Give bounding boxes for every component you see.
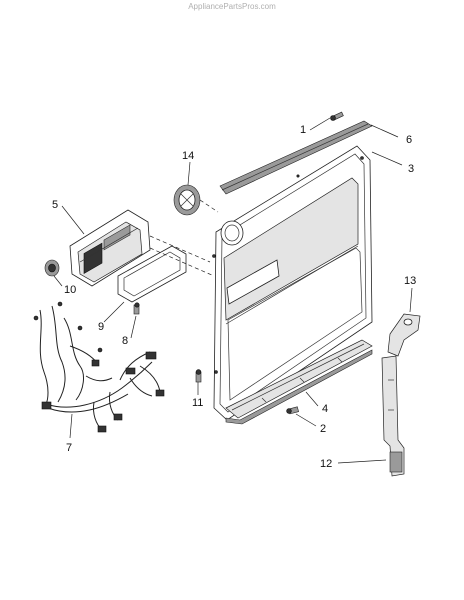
callout-12: 12 — [320, 458, 332, 470]
top-vent-strip — [219, 120, 373, 195]
screw-bottom — [286, 406, 299, 415]
callout-10: 10 — [64, 284, 76, 296]
leader-lines — [53, 117, 413, 464]
callout-14: 14 — [182, 150, 194, 162]
control-module — [69, 209, 151, 287]
callout-11: 11 — [192, 397, 203, 409]
callout-13: 13 — [404, 275, 416, 287]
callout-6: 6 — [406, 134, 412, 146]
watermark: AppliancePartsPros.com — [188, 2, 276, 11]
inner-door-panel — [212, 145, 373, 421]
knob — [44, 259, 60, 277]
callout-9: 9 — [98, 321, 104, 333]
callout-labels: 1 6 3 14 5 10 9 8 7 11 2 4 12 13 — [52, 124, 416, 470]
callout-1: 1 — [300, 124, 306, 136]
callout-5: 5 — [52, 199, 58, 211]
vent-disc — [173, 184, 219, 216]
module-bracket — [117, 235, 215, 303]
screw-top — [330, 111, 344, 121]
door-link — [381, 355, 405, 477]
callout-8: 8 — [122, 335, 128, 347]
screw-small — [133, 302, 140, 315]
callout-7: 7 — [66, 442, 72, 454]
screw-left — [195, 369, 202, 383]
wiring-harness — [33, 301, 165, 433]
callout-4: 4 — [322, 403, 328, 415]
hinge-bracket — [387, 313, 421, 357]
callout-3: 3 — [408, 163, 414, 175]
callout-2: 2 — [320, 423, 326, 435]
bottom-trim — [225, 339, 373, 425]
